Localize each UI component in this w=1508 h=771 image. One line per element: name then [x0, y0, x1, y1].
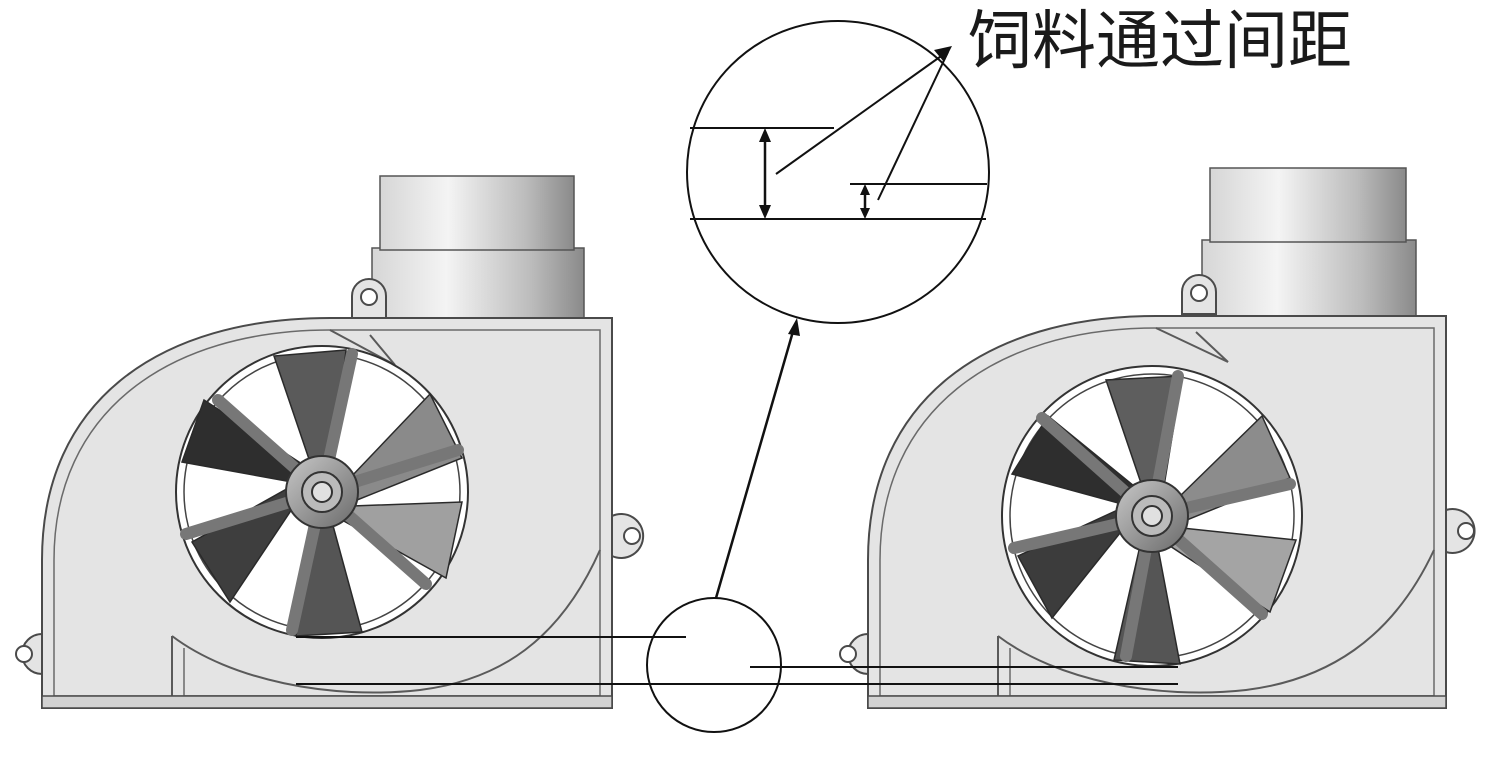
- right-fan-assembly: [839, 167, 1476, 709]
- right-impeller: [1001, 365, 1303, 667]
- large-gap-arrow: [759, 128, 771, 219]
- detail-source-circle: [646, 597, 782, 733]
- feed-gap-label: 饲料通过间距: [968, 5, 1352, 79]
- left-top-lug: [351, 278, 387, 319]
- gap-reference-lines: [296, 636, 1178, 685]
- left-inlet-pipe: [371, 175, 585, 321]
- magnified-detail: [686, 20, 990, 324]
- right-inlet-pipe: [1201, 167, 1417, 317]
- small-gap-arrow: [860, 184, 870, 219]
- left-impeller: [175, 345, 469, 639]
- label-leader-lines: [775, 46, 952, 201]
- left-fan-assembly: [15, 175, 645, 709]
- right-top-lug: [1181, 274, 1217, 315]
- magnify-pointer: [714, 318, 800, 599]
